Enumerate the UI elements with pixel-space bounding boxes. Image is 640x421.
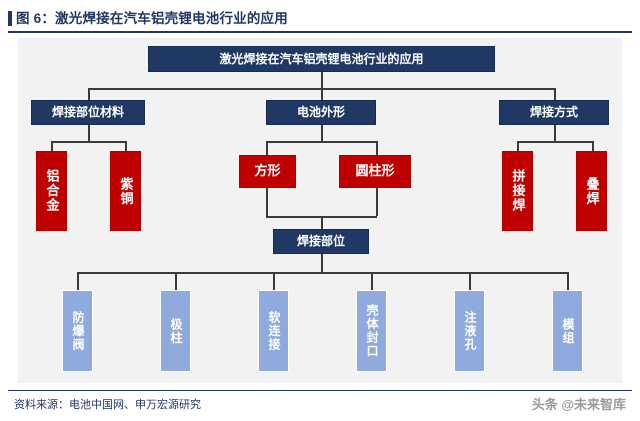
node-copper[interactable]: 紫铜: [110, 151, 141, 231]
connector-leaf-drop-3: [273, 272, 275, 290]
connector-b1-stem: [88, 125, 90, 141]
watermark-label: 头条 @未来智库: [531, 397, 626, 412]
node-cylindrical[interactable]: 圆柱形: [339, 155, 411, 188]
title-accent-bar: [8, 11, 12, 26]
node-shell-sealing[interactable]: 壳体封口: [356, 290, 387, 372]
node-butt-welding[interactable]: 拼接焊: [502, 151, 533, 231]
connector-drop-branch-3: [554, 88, 556, 100]
connector-leaf-drop-4: [371, 272, 373, 290]
connector-b3-drop-2: [592, 141, 594, 151]
connector-b1-drop-1: [51, 141, 53, 151]
connector-b2-merge-right: [376, 188, 378, 216]
connector-b2-drop-2: [376, 141, 378, 155]
node-prismatic[interactable]: 方形: [239, 155, 296, 188]
diagram-canvas: 激光焊接在汽车铝壳锂电池行业的应用 焊接部位材料 铝合金 紫铜 电池外形 方形 …: [18, 38, 622, 383]
node-aluminum-alloy[interactable]: 铝合金: [36, 151, 67, 231]
connector-b3-stem: [554, 125, 556, 141]
connector-leaf-drop-6: [567, 272, 569, 290]
node-terminal-post[interactable]: 极柱: [160, 290, 191, 372]
page-title: 图 6：激光焊接在汽车铝壳锂电池行业的应用: [16, 11, 288, 26]
connector-b1-bar: [51, 141, 126, 143]
connector-leaf-drop-2: [175, 272, 177, 290]
node-explosion-proof-valve[interactable]: 防爆阀: [62, 290, 93, 372]
source-note: 资料来源：电池中国网、申万宏源研究: [14, 399, 201, 411]
connector-welding-position-stem: [321, 216, 323, 229]
node-lap-welding[interactable]: 叠焊: [576, 151, 607, 231]
connector-b2-bar: [266, 141, 377, 143]
node-flexible-connection[interactable]: 软连接: [258, 290, 289, 372]
connector-leaf-drop-1: [77, 272, 79, 290]
connector-b3-drop-1: [517, 141, 519, 151]
connector-b1-drop-2: [125, 141, 127, 151]
node-module[interactable]: 模组: [552, 290, 583, 372]
footer-divider: [8, 390, 632, 391]
node-branch-battery-shape[interactable]: 电池外形: [266, 100, 376, 125]
connector-b2-stem: [321, 125, 323, 141]
connector-drop-branch-1: [88, 88, 90, 100]
node-branch-welding-method[interactable]: 焊接方式: [499, 100, 609, 125]
connector-drop-branch-2: [321, 88, 323, 100]
connector-b2-drop-1: [266, 141, 268, 155]
connector-root-stem: [321, 72, 323, 88]
node-root[interactable]: 激光焊接在汽车铝壳锂电池行业的应用: [148, 46, 495, 72]
connector-b2-merge-left: [266, 188, 268, 216]
node-liquid-injection-hole[interactable]: 注液孔: [454, 290, 485, 372]
figure-header: 图 6：激光焊接在汽车铝壳锂电池行业的应用: [0, 0, 640, 34]
connector-leaf-drop-5: [469, 272, 471, 290]
connector-b3-bar: [517, 141, 592, 143]
connector-wp-stem: [321, 254, 323, 272]
node-welding-position[interactable]: 焊接部位: [273, 229, 369, 254]
title-divider: [8, 31, 632, 33]
node-branch-welding-material[interactable]: 焊接部位材料: [31, 100, 145, 125]
connector-bottom-bar: [77, 272, 567, 274]
